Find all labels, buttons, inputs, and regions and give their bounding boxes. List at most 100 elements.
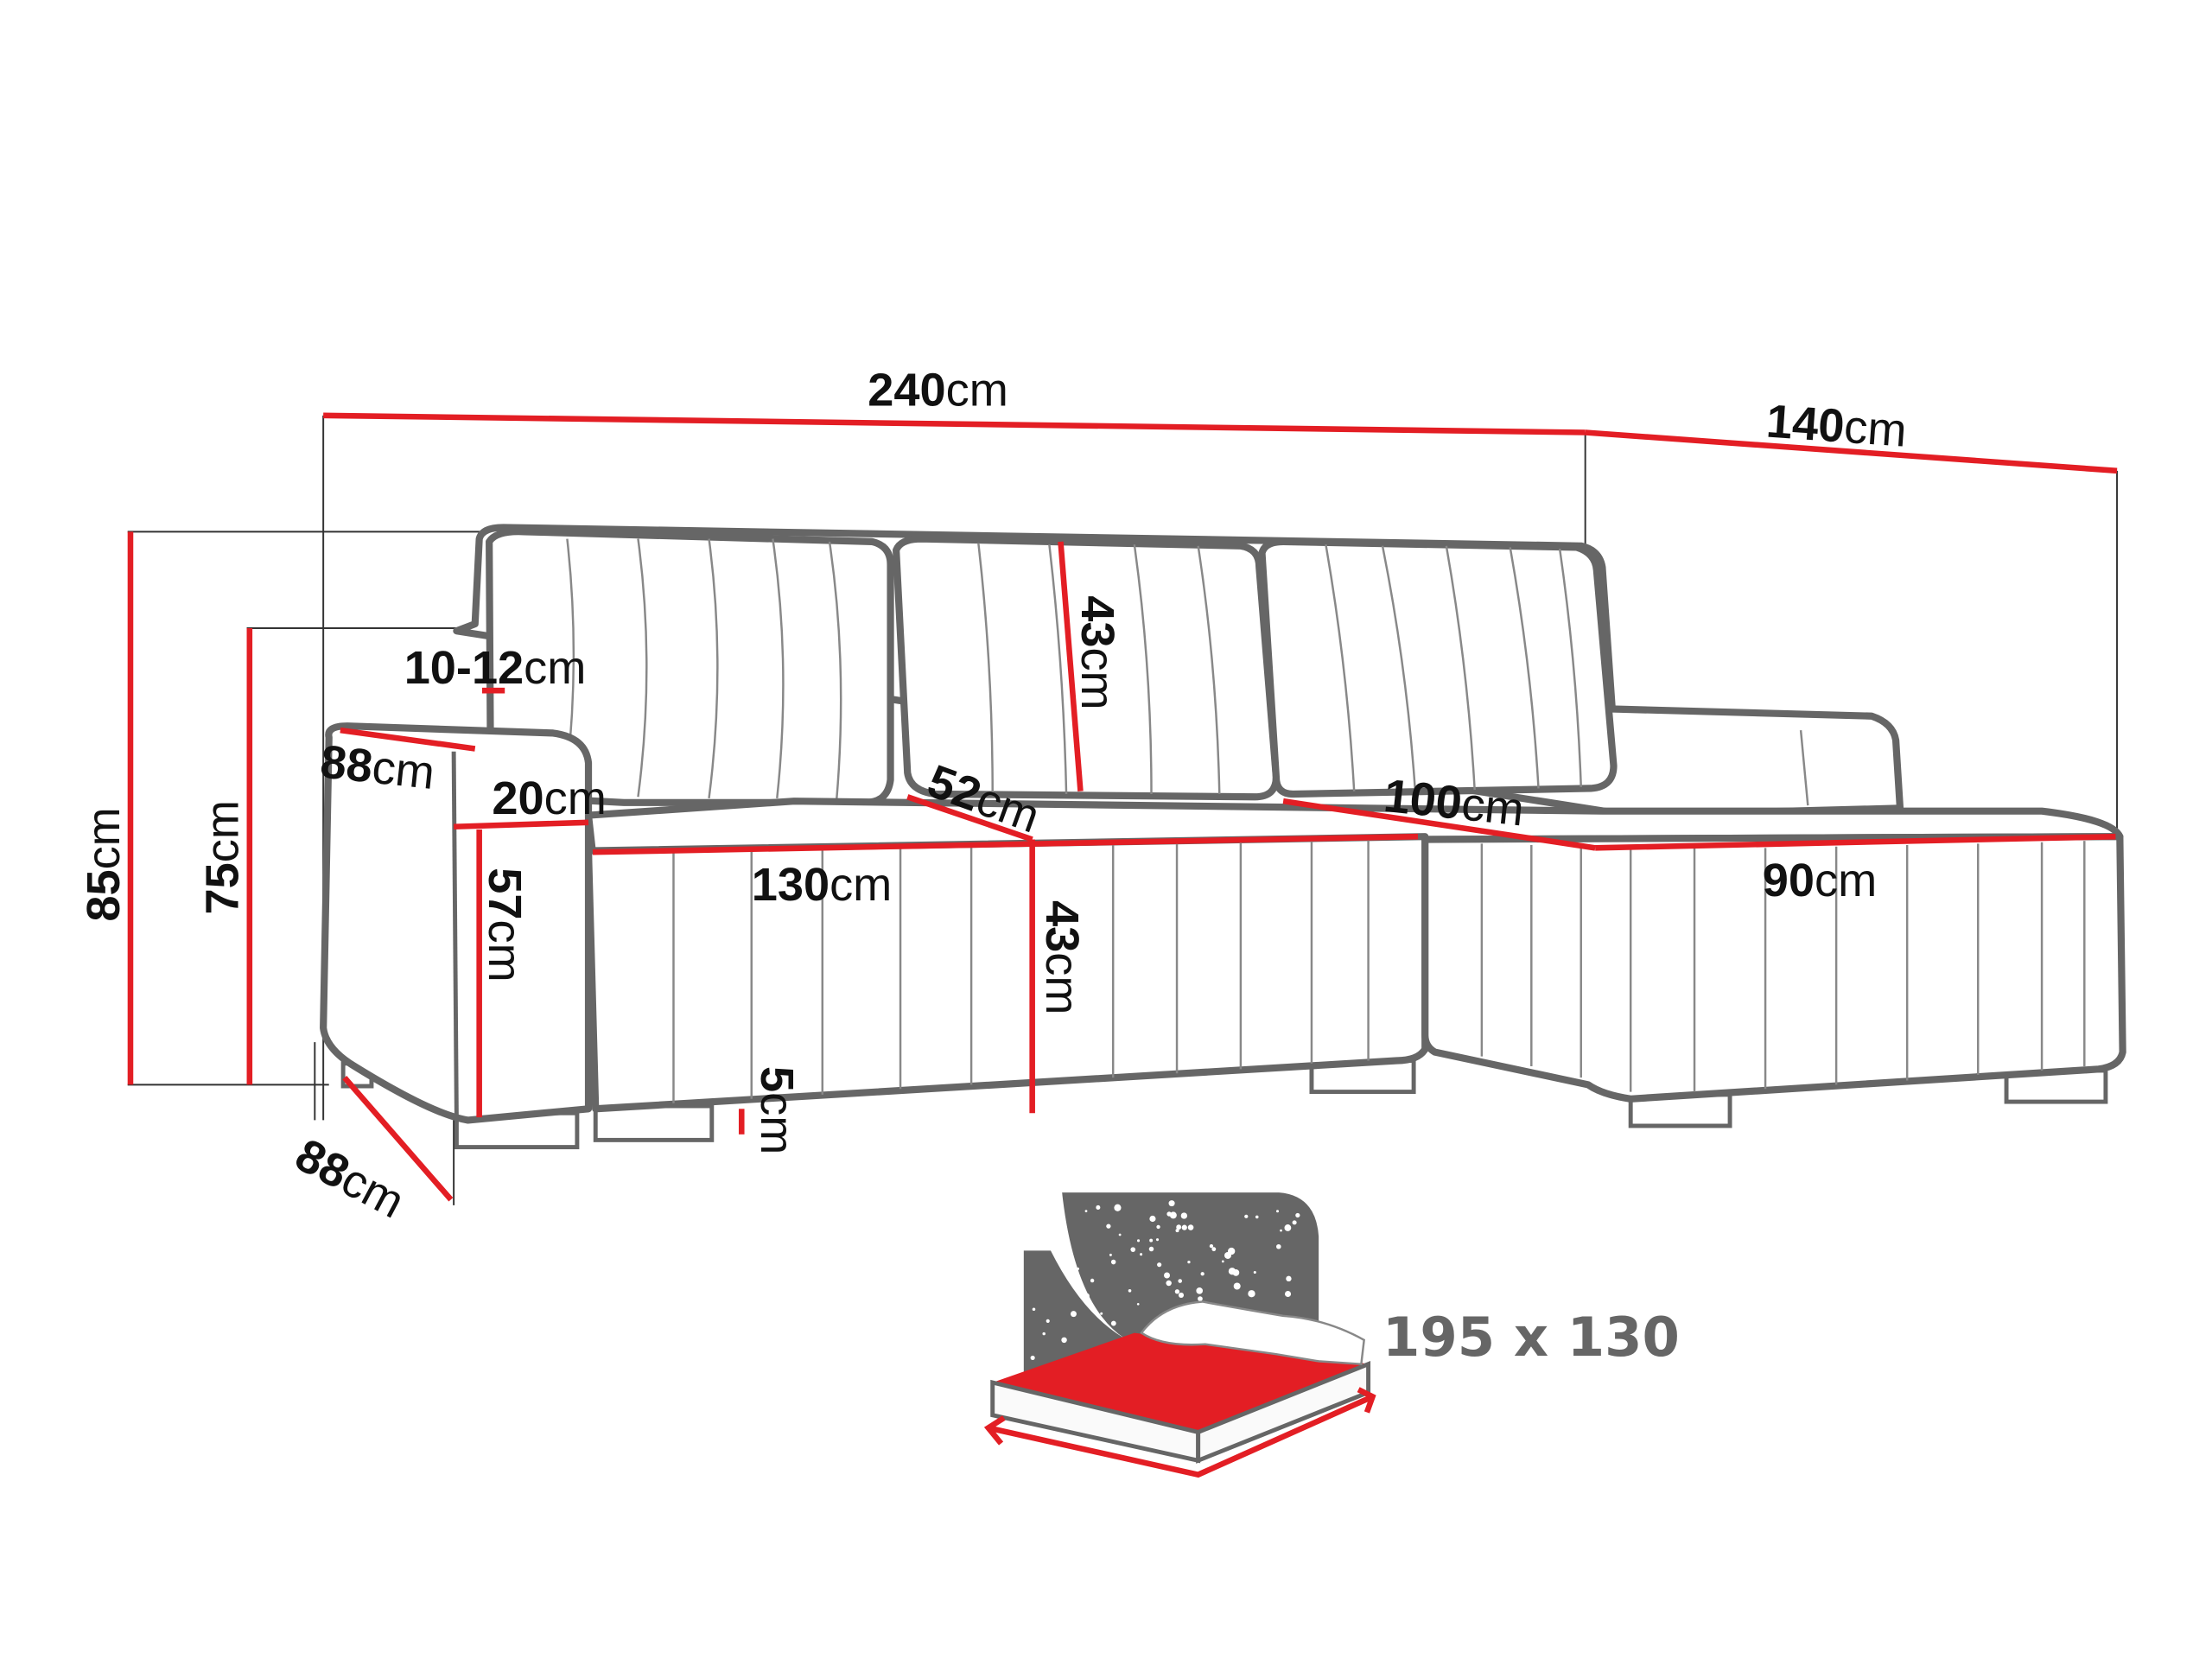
dim-line-52 xyxy=(906,794,1033,842)
star xyxy=(1149,1215,1156,1223)
back-cushion-right xyxy=(1258,537,1618,798)
star xyxy=(1178,1279,1183,1283)
dim-line-140 xyxy=(1585,429,2118,474)
star xyxy=(1157,1262,1162,1268)
dim-line-43-back xyxy=(1058,541,1084,791)
star xyxy=(1042,1332,1046,1336)
label-seat-width: 130cm xyxy=(752,859,893,911)
star xyxy=(1046,1319,1050,1323)
star xyxy=(1187,1260,1191,1264)
star xyxy=(1276,1210,1280,1213)
stars-icon xyxy=(1030,1200,1300,1363)
star xyxy=(1130,1247,1136,1252)
star xyxy=(1228,1247,1236,1255)
star xyxy=(1096,1205,1101,1210)
star xyxy=(1280,1229,1282,1232)
star xyxy=(1118,1233,1122,1236)
dim-line-20 xyxy=(454,819,589,830)
star xyxy=(1292,1220,1297,1225)
label-armrest-height: 75cm xyxy=(197,800,249,914)
mattress-top xyxy=(992,1332,1369,1433)
star xyxy=(1232,1268,1240,1276)
dim-line-88-top xyxy=(340,727,476,752)
star xyxy=(1070,1311,1077,1318)
dim-line-90 xyxy=(1595,833,2116,851)
star xyxy=(1156,1224,1160,1230)
star xyxy=(1198,1296,1203,1301)
star xyxy=(1164,1272,1171,1279)
star xyxy=(1253,1270,1256,1274)
armrest-edge xyxy=(451,751,459,1121)
sofa-drawing xyxy=(320,524,2126,1150)
label-leg-height: 5cm xyxy=(751,1066,803,1154)
star xyxy=(1110,1259,1116,1265)
dim-line-130 xyxy=(592,833,1419,855)
star xyxy=(1090,1278,1095,1283)
star xyxy=(1175,1229,1179,1233)
chaise-front xyxy=(1421,833,2126,1103)
star xyxy=(1196,1287,1204,1294)
dim-line-100 xyxy=(1282,798,1596,851)
label-armrest-front-height: 57cm xyxy=(479,868,531,982)
star xyxy=(1169,1211,1177,1219)
seat-front xyxy=(584,833,1429,1113)
star xyxy=(1136,1302,1140,1306)
star xyxy=(1176,1224,1182,1230)
label-total-height: 85cm xyxy=(78,807,130,921)
star xyxy=(1166,1280,1172,1287)
label-back-thickness: 10-12cm xyxy=(404,642,587,694)
star xyxy=(1032,1307,1036,1311)
sleeping-area-label: 195 x 130 xyxy=(1382,1306,1680,1369)
star xyxy=(1106,1224,1111,1229)
star xyxy=(1136,1239,1141,1243)
star xyxy=(1155,1238,1160,1242)
label-total-width: 240cm xyxy=(868,364,1008,416)
star xyxy=(1211,1247,1217,1252)
curtain-icon xyxy=(1051,1192,1152,1351)
star xyxy=(1110,1320,1116,1326)
star xyxy=(1187,1224,1194,1230)
star xyxy=(1178,1292,1185,1299)
star xyxy=(1295,1212,1300,1218)
dimension-lines xyxy=(127,412,2118,1202)
star xyxy=(1076,1267,1079,1270)
star xyxy=(1286,1275,1292,1282)
label-total-depth: 88cm xyxy=(287,1129,412,1229)
star xyxy=(1114,1204,1122,1211)
star xyxy=(1061,1337,1067,1344)
star xyxy=(1200,1272,1205,1276)
label-chaise-seat-length: 100cm xyxy=(1382,770,1527,836)
star xyxy=(1084,1210,1088,1213)
star xyxy=(1209,1244,1214,1249)
dim-line-240 xyxy=(323,412,1586,435)
star xyxy=(1140,1253,1143,1256)
star xyxy=(1248,1290,1255,1298)
star xyxy=(1109,1253,1112,1256)
star xyxy=(1030,1355,1035,1360)
star xyxy=(1233,1282,1241,1290)
star xyxy=(1148,1246,1154,1252)
bed-dimension-arrows xyxy=(988,1394,1374,1478)
star xyxy=(1181,1224,1187,1230)
pillows-icon xyxy=(1140,1300,1365,1365)
star xyxy=(1284,1224,1292,1231)
star xyxy=(1221,1260,1224,1263)
star xyxy=(1244,1214,1249,1218)
label-armrest-width: 20cm xyxy=(492,772,606,824)
star xyxy=(1084,1293,1090,1299)
dimension-labels: 240cm 140cm 85cm 75cm 10-12cm 88cm 20cm … xyxy=(78,364,1909,1228)
star xyxy=(1149,1238,1154,1243)
star xyxy=(1168,1200,1175,1207)
star xyxy=(1100,1312,1103,1315)
star xyxy=(1276,1243,1281,1249)
label-seat-height: 43cm xyxy=(1036,900,1088,1014)
label-armrest-depth: 88cm xyxy=(318,736,437,800)
label-chaise-depth: 140cm xyxy=(1764,396,1908,457)
star xyxy=(1128,1289,1132,1293)
label-back-height: 43cm xyxy=(1071,595,1123,709)
star xyxy=(1174,1289,1180,1294)
star xyxy=(1285,1290,1292,1298)
star xyxy=(1255,1215,1259,1219)
